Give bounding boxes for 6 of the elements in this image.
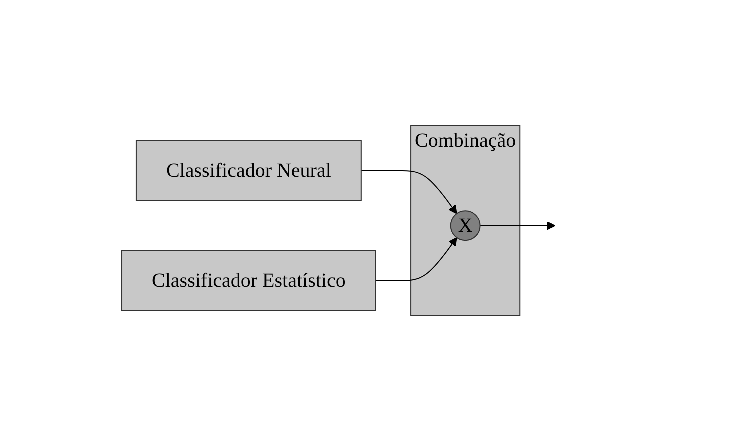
- node-circle: X: [450, 210, 482, 241]
- node-box: Classificador Neural: [136, 140, 362, 201]
- arrow: [376, 237, 458, 281]
- node-box: Classificador Estatístico: [122, 250, 377, 311]
- arrow: [361, 170, 458, 214]
- arrow: [480, 221, 556, 230]
